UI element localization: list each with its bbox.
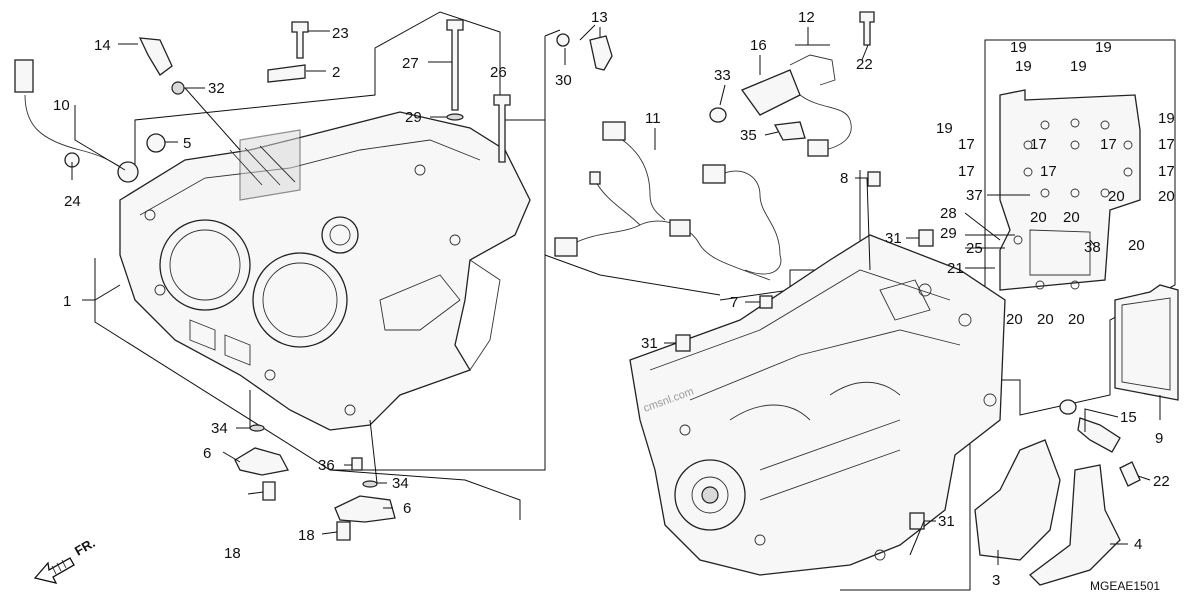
callout-24: 24 (64, 193, 81, 210)
callout-30: 30 (555, 72, 572, 89)
callout-6: 6 (403, 500, 411, 517)
group-outlines (94, 11, 1176, 591)
callout-20: 20 (1158, 188, 1175, 205)
callout-19: 19 (1070, 58, 1087, 75)
callout-8: 8 (840, 170, 848, 187)
callout-17: 17 (1158, 163, 1175, 180)
callout-1: 1 (63, 293, 71, 310)
callout-20: 20 (1128, 237, 1145, 254)
callout-7: 7 (730, 294, 738, 311)
callout-37: 37 (966, 187, 983, 204)
callout-18: 18 (298, 527, 315, 544)
callout-19: 19 (1158, 110, 1175, 127)
callout-31: 31 (938, 513, 955, 530)
callout-29: 29 (940, 225, 957, 242)
callout-20: 20 (1068, 311, 1085, 328)
callout-34: 34 (211, 420, 228, 437)
diagram-code: MGEAE1501 (1090, 579, 1160, 593)
callout-29: 29 (405, 109, 422, 126)
callout-20: 20 (1108, 188, 1125, 205)
callout-20: 20 (1030, 209, 1047, 226)
front-direction-arrow: FR. (33, 535, 98, 584)
callout-labels: 1 2 3 4 5 6 6 7 8 9 10 11 12 13 14 15 16… (53, 9, 1175, 589)
callout-28: 28 (940, 205, 957, 222)
callout-33: 33 (714, 67, 731, 84)
callout-22: 22 (856, 56, 873, 73)
callout-31: 31 (885, 230, 902, 247)
callout-38: 38 (1084, 239, 1101, 256)
callout-20: 20 (1037, 311, 1054, 328)
callout-34: 34 (392, 475, 409, 492)
callout-20: 20 (1063, 209, 1080, 226)
callout-14: 14 (94, 37, 111, 54)
callout-18: 18 (224, 545, 241, 562)
front-arrow-label: FR. (72, 535, 98, 558)
callout-20: 20 (1006, 311, 1023, 328)
callout-9: 9 (1155, 430, 1163, 447)
callout-17: 17 (1100, 136, 1117, 153)
callout-22: 22 (1153, 473, 1170, 490)
upper-crankcase (119, 111, 531, 431)
callout-21: 21 (947, 260, 964, 277)
callout-15: 15 (1120, 409, 1137, 426)
callout-2: 2 (332, 64, 340, 81)
callout-12: 12 (798, 9, 815, 26)
callout-3: 3 (992, 572, 1000, 589)
callout-35: 35 (740, 127, 757, 144)
callout-17: 17 (1158, 136, 1175, 153)
callout-27: 27 (402, 55, 419, 72)
callout-10: 10 (53, 97, 70, 114)
callout-16: 16 (750, 37, 767, 54)
callout-32: 32 (208, 80, 225, 97)
callout-26: 26 (490, 64, 507, 81)
callout-17: 17 (1040, 163, 1057, 180)
callout-11: 11 (645, 110, 661, 127)
callout-17: 17 (958, 163, 975, 180)
callout-4: 4 (1134, 536, 1142, 553)
callout-13: 13 (591, 9, 608, 26)
small-parts (14, 11, 1141, 586)
wire-harness (554, 121, 782, 281)
leader-lines (71, 27, 1161, 565)
callout-31: 31 (641, 335, 658, 352)
callout-19: 19 (1015, 58, 1032, 75)
callout-19: 19 (1010, 39, 1027, 56)
callout-36: 36 (318, 457, 335, 474)
callout-5: 5 (183, 135, 191, 152)
callout-17: 17 (958, 136, 975, 153)
oil-separator-plate (999, 89, 1179, 401)
callout-17: 17 (1030, 136, 1047, 153)
callout-23: 23 (332, 25, 349, 42)
callout-19: 19 (1095, 39, 1112, 56)
callout-25: 25 (966, 240, 983, 257)
callout-6: 6 (203, 445, 211, 462)
lower-crankcase (629, 234, 1006, 576)
callout-19: 19 (936, 120, 953, 137)
